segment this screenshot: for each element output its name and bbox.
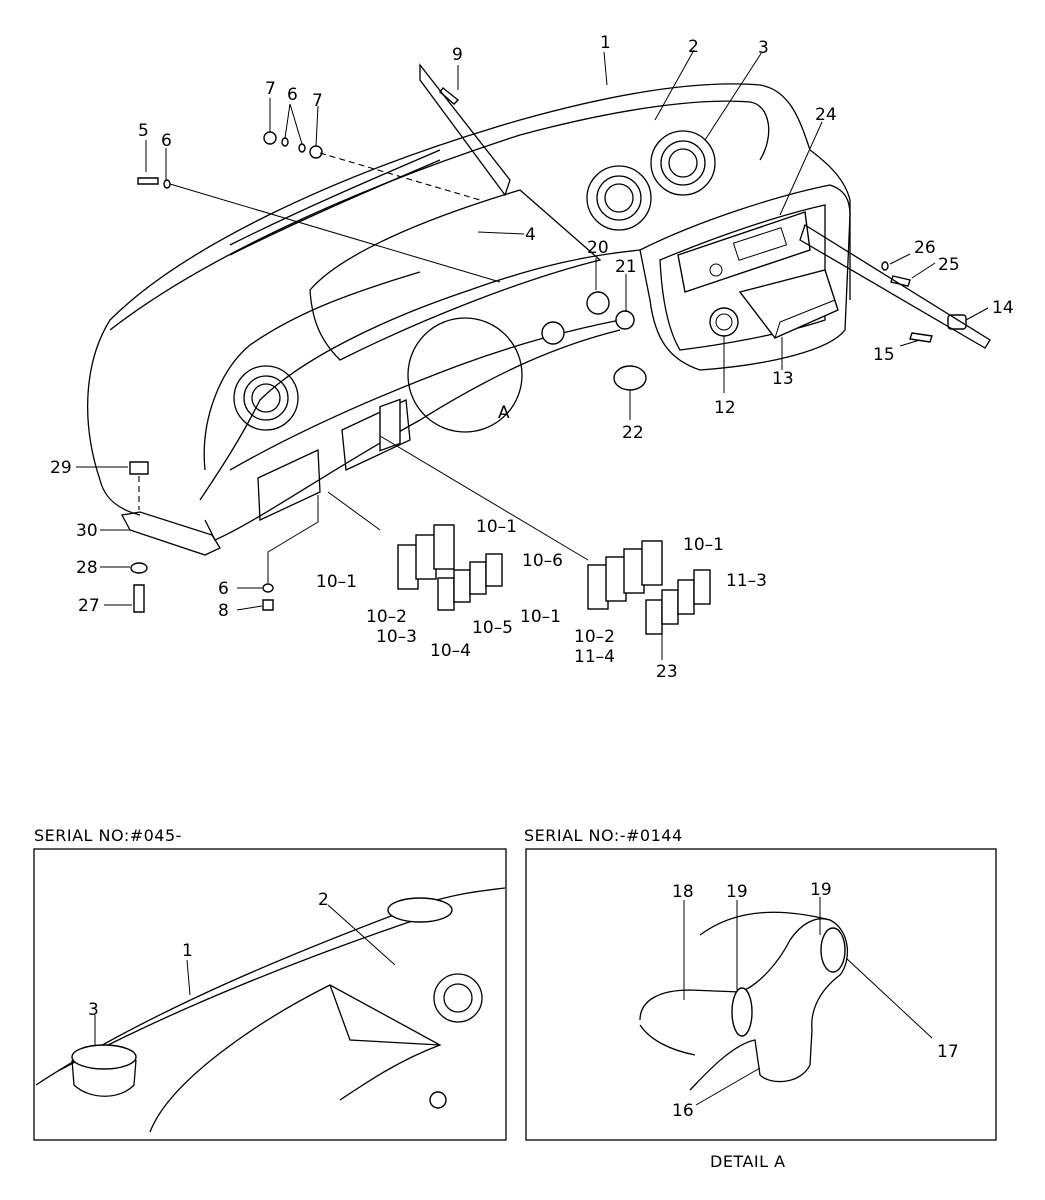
leader-lines — [76, 49, 989, 660]
vent-left — [233, 365, 299, 431]
callout-9: 9 — [452, 45, 463, 65]
callout-11-4: 11–4 — [574, 647, 615, 667]
callout-6b: 6 — [287, 85, 298, 105]
callout-10-6: 10–6 — [522, 551, 563, 571]
inset-right-callout-17: 17 — [937, 1042, 959, 1062]
callout-1: 1 — [600, 33, 611, 53]
brackets — [419, 63, 991, 349]
inset-right-callout-18: 18 — [672, 882, 694, 902]
callout-24: 24 — [815, 105, 837, 125]
inset-left-callout-1: 1 — [182, 941, 193, 961]
inset-right: SERIAL NO:-#0144 18 19 19 17 16 DETAIL A — [524, 826, 997, 1171]
callout-5: 5 — [138, 121, 149, 141]
inset-right-callout-16: 16 — [672, 1101, 694, 1121]
inset-left-callout-3: 3 — [88, 1000, 99, 1020]
callout-2: 2 — [688, 37, 699, 57]
callout-22: 22 — [622, 423, 644, 443]
callout-10-2a: 10–2 — [366, 607, 407, 627]
callout-29: 29 — [50, 458, 72, 478]
callout-10-2b: 10–2 — [574, 627, 615, 647]
callout-10-1a: 10–1 — [476, 517, 517, 537]
callout-25: 25 — [938, 255, 960, 275]
callout-7a: 7 — [265, 79, 276, 99]
knob — [709, 307, 739, 337]
inset-right-callout-19b: 19 — [810, 880, 832, 900]
cap-22 — [613, 365, 647, 391]
callout-27: 27 — [78, 596, 100, 616]
fasteners — [129, 87, 967, 613]
switch-blanks-left — [379, 398, 503, 611]
ashtray-box — [738, 269, 839, 339]
callout-10-4: 10–4 — [430, 641, 471, 661]
callout-10-1c: 10–1 — [683, 535, 724, 555]
callout-10-5: 10–5 — [472, 618, 513, 638]
inset-left-callout-2: 2 — [318, 890, 329, 910]
callout-15: 15 — [873, 345, 895, 365]
callout-28: 28 — [76, 558, 98, 578]
callout-8: 8 — [218, 601, 229, 621]
vent-center-2 — [650, 130, 716, 196]
callout-6c: 6 — [218, 579, 229, 599]
callout-30: 30 — [76, 521, 98, 541]
callout-10-1d: 10–1 — [520, 607, 561, 627]
callout-26: 26 — [914, 238, 936, 258]
callout-A: A — [498, 403, 510, 423]
callout-7b: 7 — [312, 91, 323, 111]
callout-10-3: 10–3 — [376, 627, 417, 647]
inset-left-title: SERIAL NO:#045- — [34, 826, 182, 845]
callout-21: 21 — [615, 257, 637, 277]
callout-10-1b: 10–1 — [316, 572, 357, 592]
callout-13: 13 — [772, 369, 794, 389]
detail-a-circle — [407, 317, 523, 433]
callout-14: 14 — [992, 298, 1014, 318]
inset-left: SERIAL NO:#045- 1 2 3 — [33, 826, 507, 1141]
callout-11-3: 11–3 — [726, 571, 767, 591]
switch-holes — [541, 291, 635, 345]
inset-right-callout-19a: 19 — [726, 882, 748, 902]
callout-3: 3 — [758, 38, 769, 58]
callout-4: 4 — [525, 225, 536, 245]
switch-blanks-right — [587, 540, 711, 635]
detail-a-caption: DETAIL A — [710, 1152, 786, 1171]
callout-12: 12 — [714, 398, 736, 418]
vent-center-1 — [586, 165, 652, 231]
callout-labels: 1 2 3 4 5 6 7 6 7 9 24 20 21 26 25 14 15… — [50, 33, 1014, 682]
inset-right-title: SERIAL NO:-#0144 — [524, 826, 683, 845]
callout-20: 20 — [587, 238, 609, 258]
radio-unit — [677, 211, 811, 293]
callout-23: 23 — [656, 662, 678, 682]
callout-6a: 6 — [161, 131, 172, 151]
